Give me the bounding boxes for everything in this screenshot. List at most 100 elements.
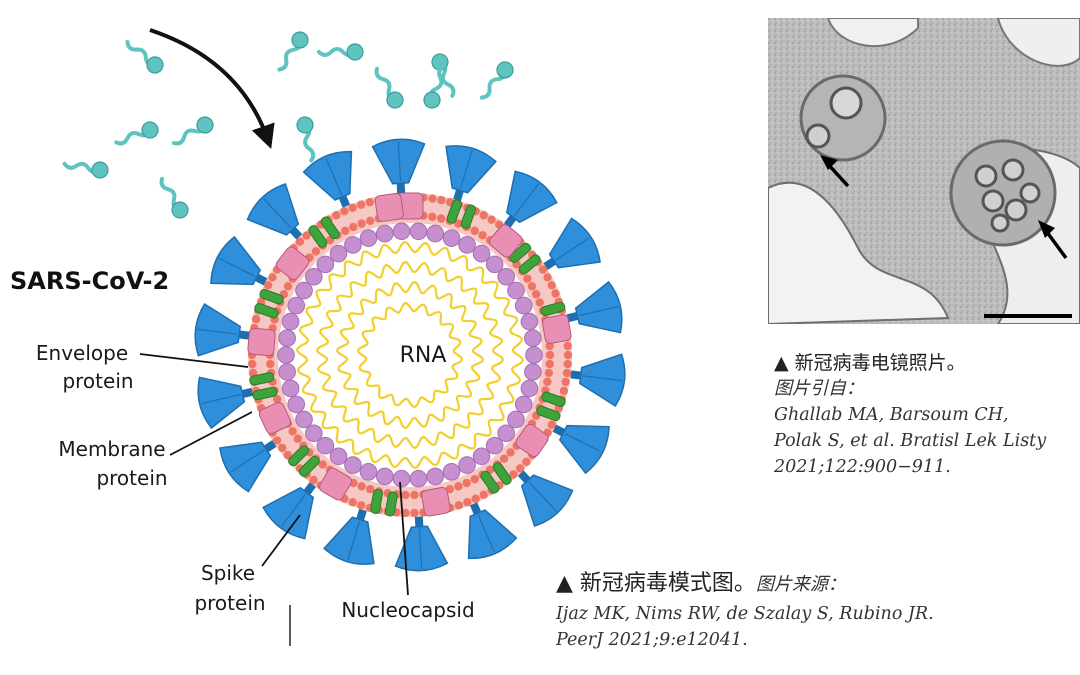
nucleocapsid-bead — [359, 463, 378, 481]
rna-coil — [336, 281, 484, 429]
lipid-head — [478, 231, 487, 240]
lipid-head — [248, 359, 257, 369]
micrograph-caption-source: 图片引自： — [774, 378, 864, 399]
envelope-label-line2: protein — [62, 369, 133, 393]
nucleocapsid-bead — [329, 244, 348, 263]
lipid-head — [348, 498, 357, 507]
membrane-protein — [370, 488, 398, 517]
antibody — [62, 161, 109, 179]
nucleocapsid-bead — [442, 463, 461, 481]
antibody — [125, 39, 164, 74]
nucleocapsid-bead — [329, 447, 348, 466]
nucleocapsid-bead — [525, 346, 543, 364]
lipid-head — [545, 359, 554, 369]
membrane-protein — [288, 445, 320, 477]
lipid-head — [365, 216, 375, 225]
micrograph-image — [768, 18, 1080, 324]
lipid-head — [266, 359, 275, 369]
micrograph-caption: ▲ 新冠病毒电镜照片。 图片引自： Ghallab MA, Barsoum CH… — [774, 350, 1074, 480]
nucleocapsid-beads — [277, 222, 543, 488]
lipid-head — [535, 298, 544, 307]
lipid-head — [551, 289, 560, 298]
nucleocapsid-bead — [458, 456, 476, 474]
lipid-head — [268, 273, 277, 282]
nucleocapsid-bead — [472, 244, 491, 263]
nucleocapsid-bead — [497, 424, 515, 443]
nucleocapsid-bead — [426, 224, 445, 243]
nucleocapsid-bead — [392, 469, 411, 488]
nucleocapsid-bead — [472, 447, 491, 466]
nucleocapsid-bead — [316, 436, 335, 455]
lipid-head — [462, 478, 471, 488]
lipid-head — [251, 315, 261, 324]
nucleocapsid-bead — [507, 410, 525, 429]
envelope-leader — [139, 353, 249, 368]
nucleocapsid-bead — [426, 467, 445, 486]
nucleocapsid-bead — [305, 424, 323, 443]
lipid-head — [295, 237, 305, 246]
nucleocapsid-bead — [442, 229, 461, 247]
lipid-head — [454, 482, 463, 491]
spike-label-line2: protein — [194, 591, 265, 615]
nucleocapsid-bead — [485, 255, 504, 274]
envelope-protein — [258, 401, 292, 435]
lipid-head — [437, 195, 446, 205]
lipid-head — [283, 450, 292, 460]
virus-title: SARS-CoV-2 — [10, 267, 169, 295]
rna-label: RNA — [400, 343, 447, 368]
membrane-proteins — [249, 199, 570, 517]
lipid-head — [311, 247, 321, 256]
lipid-head — [356, 501, 366, 510]
nucleocapsid-bead — [281, 379, 300, 398]
nucleocapsid-bead — [524, 329, 542, 347]
micrograph-caption-head: ▲ 新冠病毒电镜照片。 — [774, 352, 966, 374]
nucleocapsid-bead — [458, 236, 476, 254]
rna-coil — [296, 241, 524, 469]
model-caption-source: 图片来源： — [755, 574, 846, 595]
lipid-head — [356, 200, 366, 209]
lipid-head — [479, 490, 488, 499]
membrane-label-line1: Membrane — [58, 437, 165, 461]
lipid-head — [547, 281, 556, 290]
lipid-head — [515, 464, 525, 473]
lipid-head — [428, 194, 437, 203]
electron-micrograph — [768, 18, 1080, 324]
lipid-head — [523, 274, 532, 283]
lipid-head — [272, 436, 282, 445]
lipid-head — [401, 508, 410, 518]
lipid-head — [293, 434, 303, 443]
scale-bar — [984, 314, 1072, 318]
model-caption-head: ▲ 新冠病毒模式图。 — [556, 571, 756, 596]
nucleocapsid-bead — [375, 467, 394, 486]
antibody — [317, 43, 364, 61]
antibody — [159, 176, 189, 219]
lipid-head — [341, 226, 350, 236]
attack-arrow — [149, 28, 275, 150]
lipid-head — [544, 368, 554, 378]
sars-cov-2-diagram: RNA SARS-CoV-2 Envelope protein Membrane… — [10, 28, 626, 646]
lipid-head — [563, 359, 572, 369]
membrane-protein — [446, 199, 477, 229]
micrograph-ref-line: Ghallab MA, Barsoum CH, — [774, 405, 1009, 425]
spike-protein — [246, 183, 308, 246]
antibody — [479, 61, 514, 100]
micrograph-ref-line: 2021;122:900−911. — [774, 457, 951, 477]
lipid-head — [479, 211, 488, 220]
virus-particle: RNA — [194, 138, 626, 572]
antibody-group — [62, 31, 514, 219]
lipid-head — [428, 212, 437, 221]
rna-coil — [357, 302, 463, 408]
model-ref-line: PeerJ 2021;9:e12041. — [556, 630, 748, 650]
envelope-protein — [275, 246, 310, 280]
nucleocapsid-bead — [287, 395, 306, 414]
lipid-head — [401, 490, 410, 500]
spike-label-line1: Spike — [201, 561, 255, 585]
nucleocapsid-bead — [514, 296, 533, 315]
nucleocapsid-bead — [514, 395, 533, 414]
nucleocapsid-bead — [287, 296, 306, 315]
nucleocapsid-bead — [359, 229, 378, 247]
antibody — [114, 121, 159, 146]
nucleocapsid-bead — [295, 410, 313, 429]
lipid-head — [309, 475, 318, 485]
lipid-head — [332, 211, 341, 220]
